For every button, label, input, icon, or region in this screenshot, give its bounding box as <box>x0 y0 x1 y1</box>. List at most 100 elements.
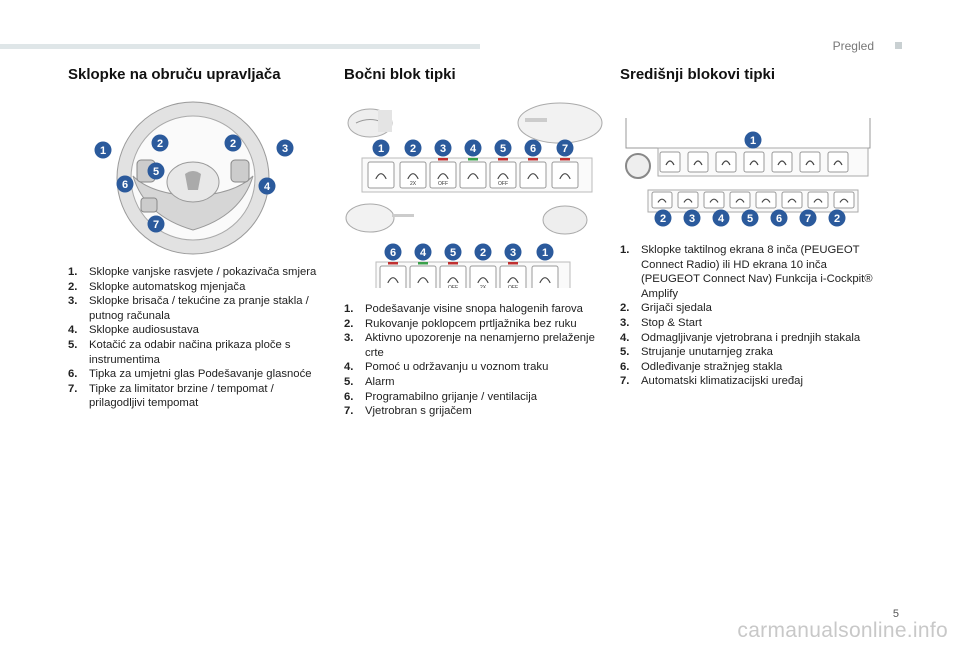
item-number: 7. <box>344 405 354 418</box>
switch-button <box>781 191 803 209</box>
section-marker <box>895 42 902 49</box>
switch-button <box>743 151 765 173</box>
callout-marker: 7 <box>147 215 165 233</box>
callout-marker: 1 <box>536 243 554 261</box>
svg-text:2: 2 <box>834 213 840 225</box>
indicator-led <box>468 158 478 161</box>
svg-text:2: 2 <box>410 143 416 155</box>
indicator-led <box>448 262 458 265</box>
switch-button <box>379 262 407 288</box>
item-number: 1. <box>344 303 354 315</box>
item-number: 2. <box>344 317 354 330</box>
item-number: 6. <box>68 368 78 381</box>
list-item: 3.Stop & Start <box>620 316 880 331</box>
svg-text:4: 4 <box>264 181 271 193</box>
list-item: 1.Podešavanje visine snopa halogenih far… <box>344 302 604 317</box>
switch-button <box>755 191 777 209</box>
column-title: Središnji blokovi tipki <box>620 66 776 83</box>
svg-text:4: 4 <box>420 247 427 259</box>
item-text: Odleđivanje stražnjeg stakla <box>641 360 783 373</box>
switch-button: 2X <box>399 161 427 189</box>
switch-button <box>827 151 849 173</box>
switch-button <box>409 262 437 288</box>
svg-text:5: 5 <box>450 247 456 259</box>
list-item: 7.Automatski klimatizacijski uređaj <box>620 374 880 389</box>
switch-button <box>677 191 699 209</box>
function-icon <box>735 198 745 203</box>
callout-marker: 7 <box>799 209 817 227</box>
callout-marker: 6 <box>116 175 134 193</box>
switch-button <box>367 161 395 189</box>
callout-marker: 4 <box>414 243 432 261</box>
list-item: 7. Vjetrobran s grijačem <box>344 404 604 419</box>
callout-marker: 5 <box>444 243 462 261</box>
callout-marker: 2 <box>654 209 672 227</box>
item-text: Sklopke audiosustava <box>89 324 199 337</box>
svg-text:OFF: OFF <box>448 285 458 288</box>
function-icon <box>375 173 387 180</box>
switch-button <box>519 158 547 189</box>
function-icon <box>665 160 675 166</box>
function-icon <box>813 198 823 203</box>
callout-marker: 1 <box>744 131 762 149</box>
list-item: 7. Tipke za limitator brzine / tempomat /… <box>68 382 328 411</box>
function-icon <box>387 277 399 284</box>
indicator-led <box>498 158 508 161</box>
function-icon <box>507 277 519 284</box>
function-icon <box>761 198 771 203</box>
list-item: 2.Grijači sjedala <box>620 301 880 316</box>
switch-button <box>651 191 673 209</box>
function-icon <box>477 277 489 284</box>
list-item: 4.Odmagljivanje vjetrobrana i prednjih s… <box>620 331 880 346</box>
svg-text:7: 7 <box>562 143 568 155</box>
callout-marker: 3 <box>683 209 701 227</box>
function-icon <box>833 160 843 166</box>
switch-button <box>659 151 681 173</box>
item-text: Sklopke taktilnog ekrana 8 inča (PEUGEOT… <box>641 244 873 300</box>
callout-marker: 2 <box>404 139 422 157</box>
svg-text:OFF: OFF <box>438 181 448 187</box>
steering-wheel-drawing <box>116 101 270 255</box>
svg-text:3: 3 <box>440 143 446 155</box>
svg-text:3: 3 <box>282 143 288 155</box>
item-number: 7. <box>620 375 630 388</box>
item-number: 7. <box>68 382 78 395</box>
svg-text:6: 6 <box>776 213 782 225</box>
item-text: Vjetrobran s grijačem <box>365 405 472 418</box>
svg-text:1: 1 <box>378 143 384 155</box>
callout-marker: 6 <box>384 243 402 261</box>
callout-marker: 4 <box>464 139 482 157</box>
switch-button: OFF <box>499 262 527 288</box>
indicator-led <box>388 262 398 265</box>
svg-text:2: 2 <box>480 247 486 259</box>
list-center-block: 1.Sklopke taktilnog ekrana 8 inča (PEUGE… <box>620 243 880 389</box>
callout-marker: 3 <box>434 139 452 157</box>
item-text: Tipke za limitator brzine / tempomat / p… <box>89 382 274 410</box>
list-item: 1.Sklopke taktilnog ekrana 8 inča (PEUGE… <box>620 243 880 301</box>
column-title: Bočni blok tipki <box>344 66 456 83</box>
svg-text:1: 1 <box>100 145 106 157</box>
column-steering-wheel: Sklopke na obruču upravljača <box>68 66 323 83</box>
list-item: 3.Sklopke brisača / tekućine za pranje s… <box>68 294 328 323</box>
item-number: 3. <box>68 295 78 308</box>
list-steering-wheel: 1.Sklopke vanjske rasvjete / pokazivača … <box>68 265 328 411</box>
item-number: 5. <box>620 346 630 359</box>
item-text: Programabilno grijanje / ventilacija <box>365 390 538 403</box>
callout-marker: 3 <box>504 243 522 261</box>
function-icon <box>539 277 551 284</box>
item-number: 5. <box>344 375 354 388</box>
function-icon <box>559 173 571 180</box>
svg-text:2: 2 <box>157 138 163 150</box>
callout-marker: 2 <box>474 243 492 261</box>
function-icon <box>407 173 419 180</box>
switch-button: OFF <box>429 158 457 189</box>
item-text: Kotačić za odabir načina prikaza ploče s… <box>89 338 291 366</box>
top-rule <box>0 44 480 49</box>
column-side-block: Bočni blok tipki <box>344 66 599 83</box>
svg-text:6: 6 <box>122 179 128 191</box>
svg-text:4: 4 <box>470 143 477 155</box>
function-icon <box>447 277 459 284</box>
function-icon <box>777 160 787 166</box>
switch-button <box>807 191 829 209</box>
